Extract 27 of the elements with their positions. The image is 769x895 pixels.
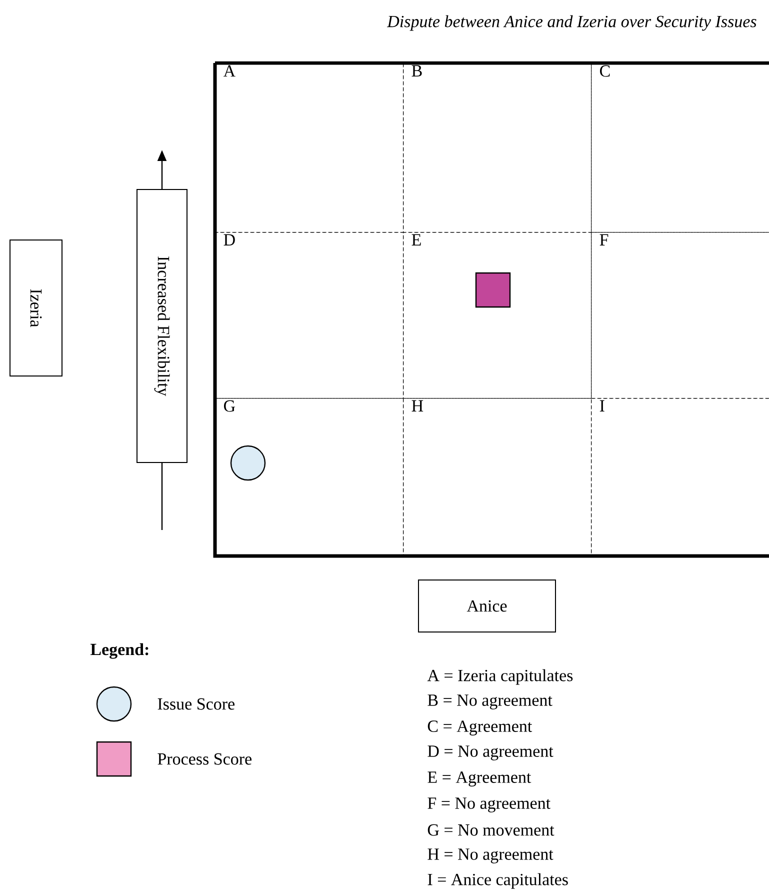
label-box: Izeria	[10, 240, 62, 376]
definition-text: F = No agreement	[428, 798, 550, 812]
grid-cell: G	[215, 398, 404, 557]
grid-cell: C	[591, 63, 769, 233]
label-box: Increased Flexibility	[136, 189, 188, 463]
definition-text: C = Agreement	[428, 720, 532, 736]
grid-cell: H	[403, 398, 592, 557]
label-box: Anice	[418, 580, 556, 632]
definition-text: E = Agreement	[428, 772, 532, 786]
definition-text: G = No movement	[428, 824, 554, 836]
grid-cell: E	[403, 232, 592, 399]
grid-cell: A	[215, 63, 404, 233]
legend-text: Process Score	[158, 753, 252, 765]
title: Dispute between Anice and Izeria over Security Issues	[386, 15, 756, 31]
grid-cell: D	[215, 232, 404, 399]
definition-text: B = No agreement	[428, 694, 552, 710]
legend-text: Issue Score	[158, 698, 234, 710]
grid-cell: I	[591, 398, 769, 557]
score-square	[475, 272, 511, 308]
legend-heading: Legend:	[90, 643, 148, 659]
definition-text: H = No agreement	[428, 848, 554, 864]
grid-cell: B	[403, 63, 592, 233]
definition-text: D = No agreement	[428, 746, 554, 760]
definition-text: A = Izeria capitulates	[427, 669, 573, 685]
score-circle	[230, 445, 266, 481]
grid-cell: F	[591, 232, 769, 399]
definition-text: I = Anice capitulates	[428, 873, 568, 889]
